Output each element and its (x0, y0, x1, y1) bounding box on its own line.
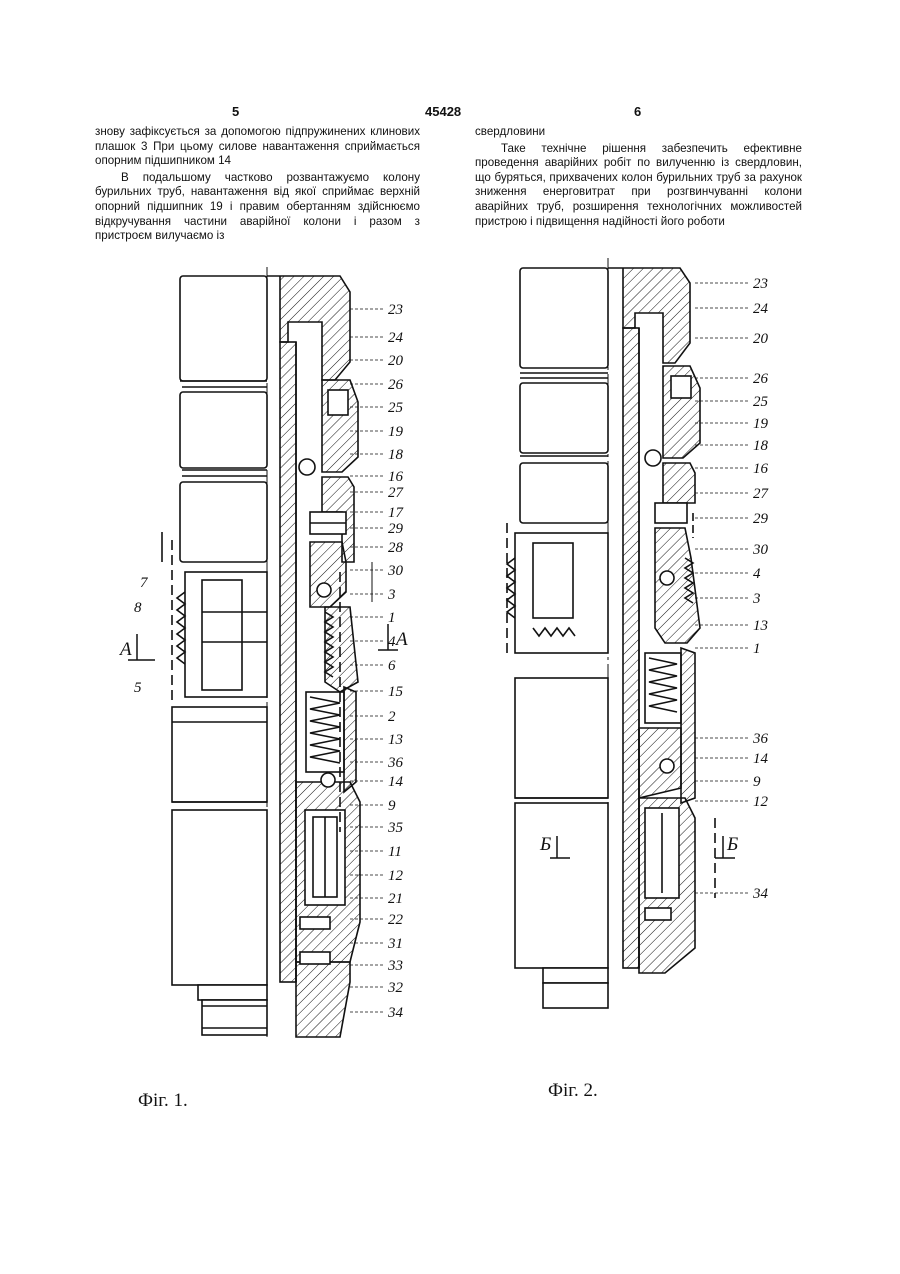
figure-2-caption: Фіг. 2. (548, 1080, 598, 1102)
left-paragraph-1: знову зафіксується за допомогою підпружи… (95, 125, 420, 169)
part-label: 36 (752, 731, 769, 747)
part-label: 29 (388, 521, 404, 537)
part-label: 13 (753, 618, 768, 634)
part-label: 23 (753, 276, 768, 292)
part-label: 36 (387, 755, 404, 771)
fig1-section-left: А (118, 639, 132, 660)
page-number-left: 5 (232, 104, 239, 119)
part-label: 18 (388, 447, 404, 463)
part-label: 29 (753, 511, 769, 527)
part-label: 20 (753, 331, 769, 347)
part-label: 16 (388, 469, 404, 485)
part-label: 19 (388, 424, 404, 440)
part-label: 34 (752, 886, 769, 902)
right-paragraph-2: Таке технічне рішення забезпечить ефекти… (475, 142, 802, 230)
page-number-right: 6 (634, 104, 641, 119)
part-label: 25 (388, 400, 404, 416)
part-label: 21 (388, 891, 403, 907)
part-label: 31 (387, 936, 403, 952)
part-label: 18 (753, 438, 769, 454)
figure-2-drawing: 23 24 20 26 25 19 18 16 27 29 30 4 3 13 1 36 14 9 12 34 Б Б (495, 258, 795, 1028)
part-label: 9 (388, 798, 396, 814)
figure-2-labels: 23 24 20 26 25 19 18 16 27 29 30 4 3 13 1 36 14 9 12 34 (695, 276, 770, 902)
part-label: 12 (388, 868, 404, 884)
part-label: 23 (388, 302, 403, 318)
part-label: 24 (753, 301, 769, 317)
part-label: 14 (388, 774, 404, 790)
part-label: 32 (387, 980, 404, 996)
fig1-label-8: 8 (134, 600, 142, 616)
part-label: 12 (753, 794, 769, 810)
figure-1-caption: Фіг. 1. (138, 1090, 188, 1112)
part-label: 1 (753, 641, 761, 657)
part-label: 3 (752, 591, 761, 607)
part-label: 33 (387, 958, 403, 974)
part-label: 34 (387, 1005, 404, 1021)
part-label: 22 (388, 912, 404, 928)
part-label: 9 (753, 774, 761, 790)
part-label: 4 (388, 634, 396, 650)
fig1-label-5: 5 (134, 680, 142, 696)
part-label: 30 (387, 563, 404, 579)
part-label: 27 (388, 485, 405, 501)
part-label: 26 (388, 377, 404, 393)
part-label: 4 (753, 566, 761, 582)
part-label: 25 (753, 394, 769, 410)
patent-number: 45428 (425, 104, 461, 119)
part-label: 11 (388, 844, 402, 860)
part-label: 2 (388, 709, 396, 725)
fig1-label-7: 7 (140, 575, 149, 591)
figure-1-drawing: 2324202625191816271729283031461521336149… (110, 262, 440, 1052)
part-label: 1 (388, 610, 396, 626)
left-text-column: знову зафіксується за допомогою підпружи… (95, 125, 420, 244)
right-paragraph-1: свердловини (475, 125, 802, 140)
part-label: 15 (388, 684, 404, 700)
part-label: 28 (388, 540, 404, 556)
fig1-section-right: А (394, 629, 408, 650)
left-paragraph-2: В подальшому частково розвантажуємо коло… (95, 171, 420, 244)
part-label: 17 (388, 505, 405, 521)
part-label: 19 (753, 416, 769, 432)
fig2-section-right: Б (726, 834, 738, 855)
part-label: 24 (388, 330, 404, 346)
part-label: 30 (752, 542, 769, 558)
part-label: 6 (388, 658, 396, 674)
right-text-column: свердловини Таке технічне рішення забезп… (475, 125, 802, 229)
fig2-section-left: Б (539, 834, 551, 855)
part-label: 20 (388, 353, 404, 369)
part-label: 3 (387, 587, 396, 603)
part-label: 26 (753, 371, 769, 387)
part-label: 27 (753, 486, 770, 502)
part-label: 16 (753, 461, 769, 477)
part-label: 35 (387, 820, 404, 836)
part-label: 14 (753, 751, 769, 767)
part-label: 13 (388, 732, 403, 748)
